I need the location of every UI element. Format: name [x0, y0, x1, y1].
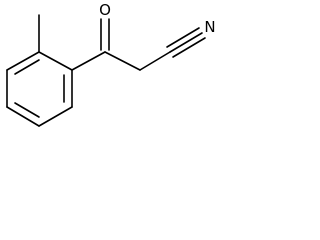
methylene-to-nitrile-bond — [139, 51, 171, 71]
benzene-ring — [6, 51, 73, 127]
ring-inner-double-bond-bottom — [14, 102, 40, 118]
nitrogen-atom-label: N — [204, 18, 215, 36]
carbonyl-to-methylene-bond — [104, 51, 141, 71]
ring-to-carbonyl-bond — [71, 51, 106, 71]
ring-inner-double-bond-top — [14, 59, 40, 75]
ring-bond-top-right — [38, 51, 73, 71]
ring-bond-top-left — [6, 51, 40, 71]
ring-bond-bottom-right — [38, 106, 73, 127]
oxygen-atom-label: O — [99, 1, 111, 19]
ring-bond-bottom-left — [6, 106, 40, 127]
chemical-structure-diagram: O N — [6, 1, 216, 127]
nitrile-triple-bond — [166, 27, 206, 58]
